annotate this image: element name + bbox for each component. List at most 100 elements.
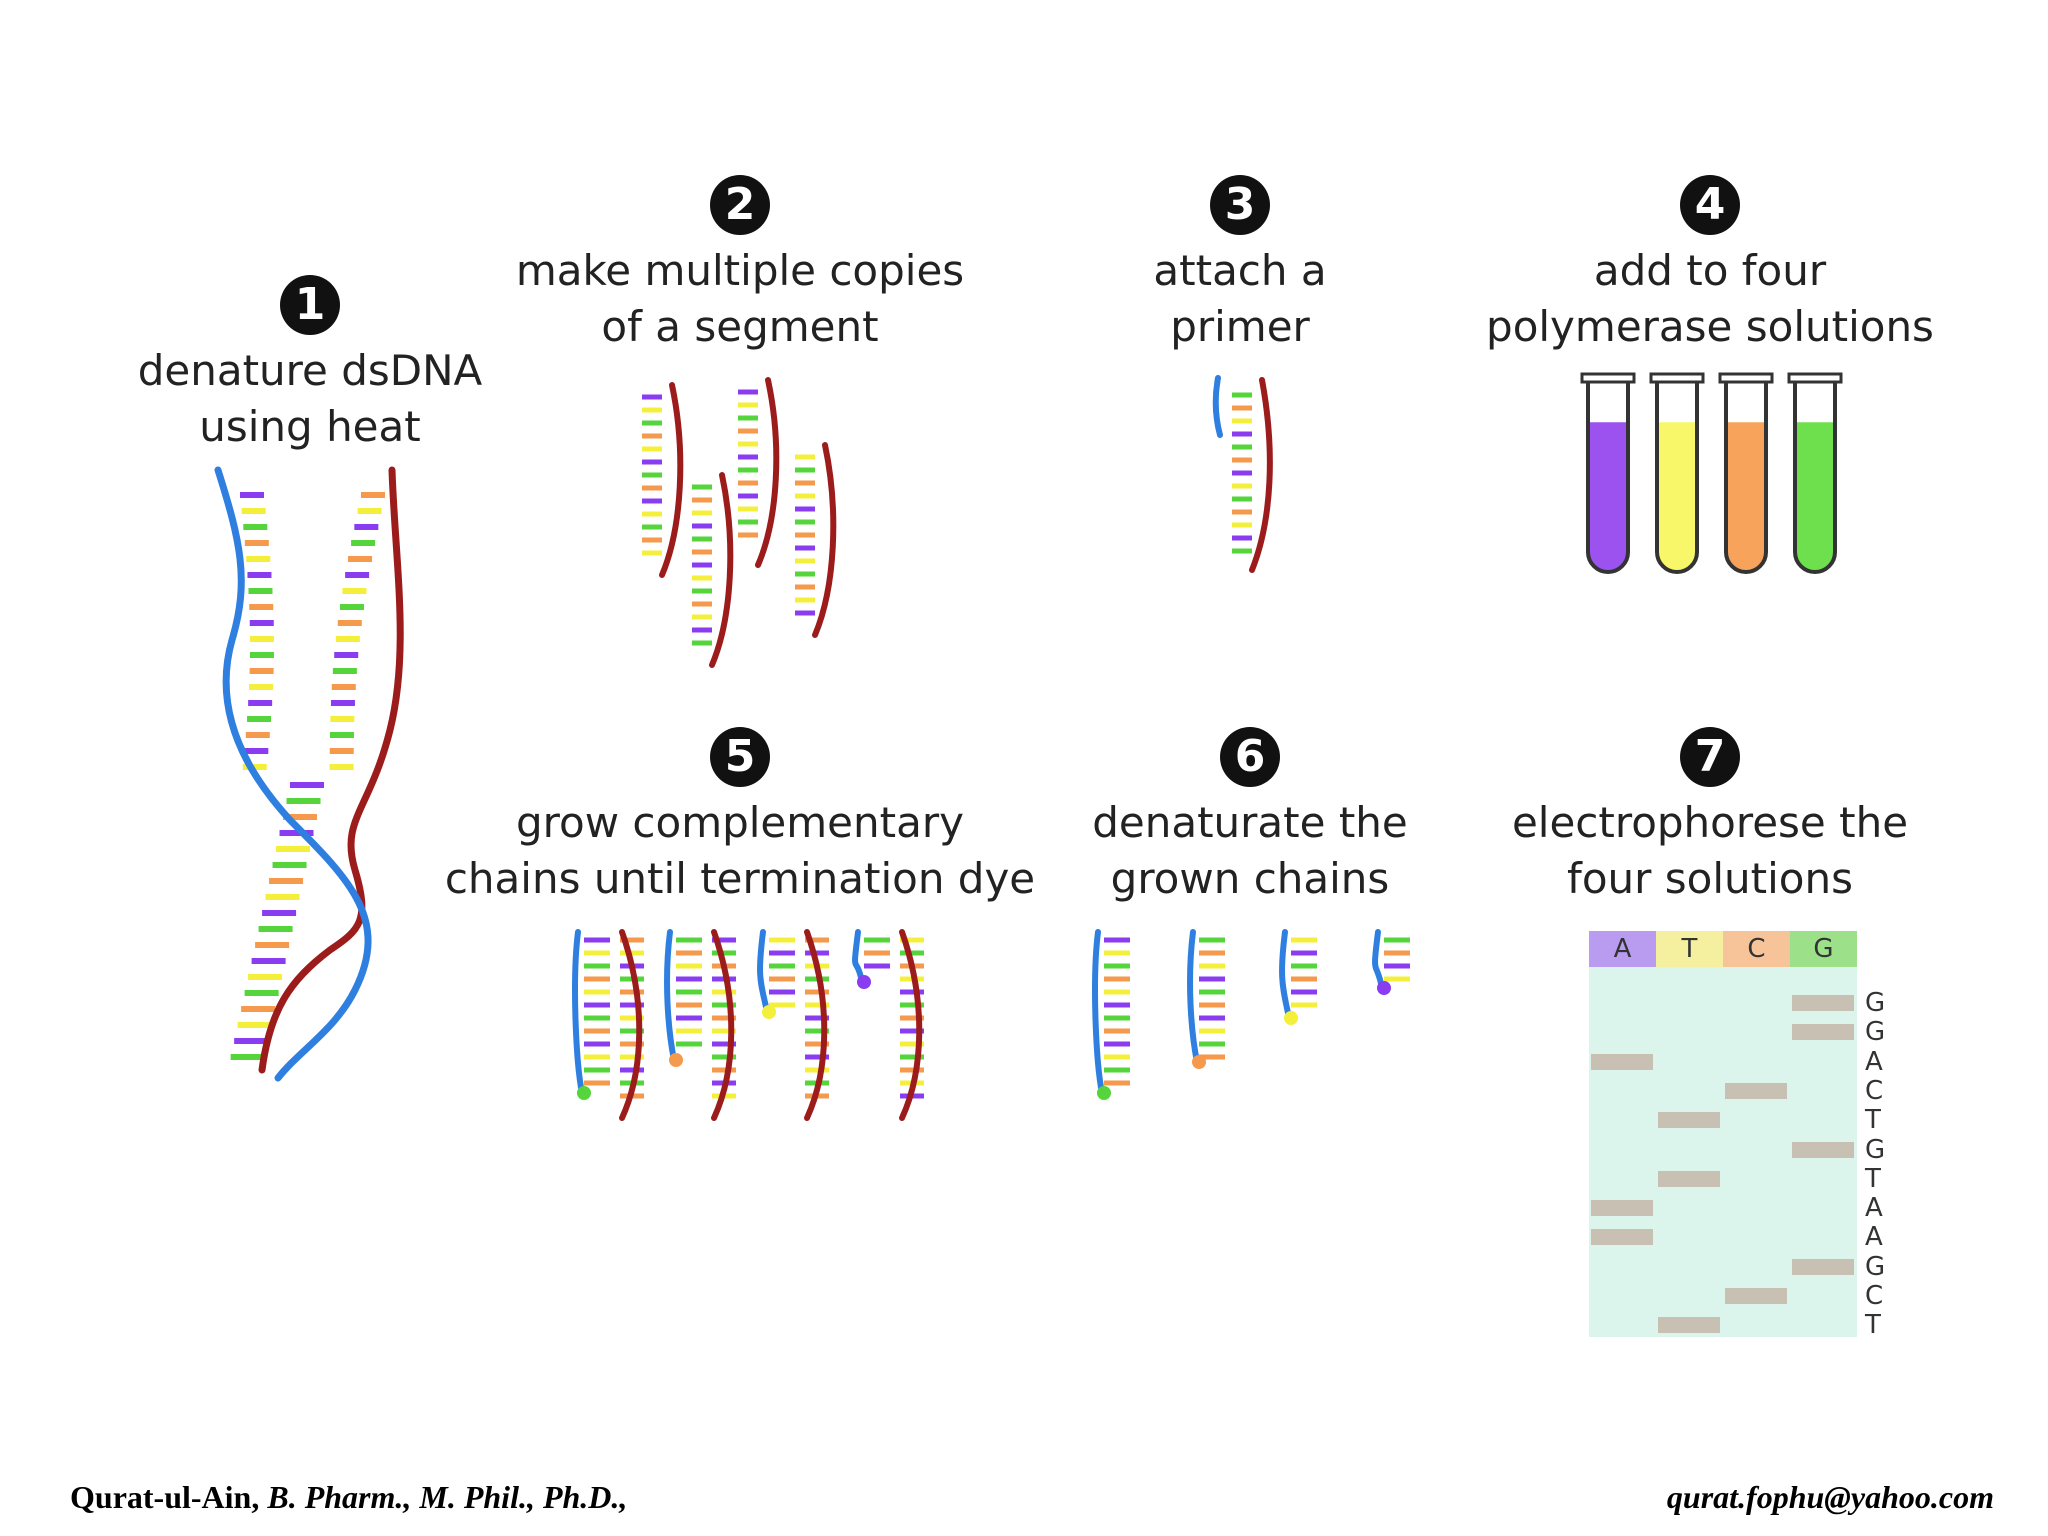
grown-chain [1372, 929, 1385, 991]
growing-chain-base [769, 1002, 795, 1008]
gel-band [1658, 1317, 1720, 1334]
grown-chain-base [1291, 937, 1317, 943]
grown-chain [1092, 929, 1105, 1096]
template-base [712, 1015, 736, 1021]
step-1: 1 denature dsDNA using heat [110, 275, 510, 455]
segment-copy-base [642, 550, 662, 556]
segment-copy-base [738, 428, 758, 434]
template-base [712, 989, 736, 995]
template-base [620, 1067, 644, 1073]
step-6: 6 denaturate the grown chains [1070, 727, 1430, 907]
base-pair [339, 604, 364, 610]
template-base [805, 1028, 829, 1034]
sequence-letter: A [1865, 1222, 1883, 1253]
base-pair [242, 764, 267, 770]
grown-chain-base [1104, 1002, 1130, 1008]
segment-copy-base [692, 588, 712, 594]
grown-chain-base [1199, 989, 1225, 995]
termination-dye [577, 1086, 591, 1100]
step-5-number-badge: 5 [710, 727, 770, 787]
base-pair [246, 556, 271, 562]
template-base [900, 1002, 924, 1008]
base-pair [234, 1038, 269, 1044]
growing-chain [572, 929, 585, 1096]
segment-copy-base [795, 584, 815, 590]
grown-chain-base [1104, 989, 1130, 995]
tube-solution [1657, 422, 1697, 572]
growing-chain-base [584, 1080, 610, 1086]
segment-copy-base [795, 519, 815, 525]
grown-chain-base [1384, 976, 1410, 982]
gel-band [1658, 1112, 1720, 1129]
segment-copy-base [642, 537, 662, 543]
segment-copy-base [738, 389, 758, 395]
template-base [900, 1054, 924, 1060]
growing-chain-base [769, 937, 795, 943]
segment-copy-base [692, 510, 712, 516]
segment-copy-base [795, 506, 815, 512]
template-base [805, 937, 829, 943]
step-5: 5 grow complementary chains until termin… [440, 727, 1040, 907]
segment-copy-base [738, 402, 758, 408]
base-pair [245, 732, 270, 738]
termination-dye [857, 975, 871, 989]
sequence-letter: G [1865, 988, 1886, 1018]
step-3-number-badge: 3 [1210, 175, 1270, 235]
segment-copy-base [795, 545, 815, 551]
template-base [805, 989, 829, 995]
growing-chain-base [676, 1015, 702, 1021]
sequence-letter: C [1865, 1281, 1884, 1311]
grown-chain-base [1291, 950, 1317, 956]
sequence-letter: G [1865, 1251, 1886, 1282]
segment-copy-base [692, 484, 712, 490]
base-pair [241, 1006, 276, 1012]
grown-chain-base [1199, 976, 1225, 982]
base-pair [330, 700, 355, 706]
step-7-number-badge: 7 [1680, 727, 1740, 787]
test-tube-rim [1580, 372, 1636, 384]
primer-strand-base [1232, 522, 1252, 528]
growing-chain-base [676, 937, 702, 943]
growing-chain-base [676, 1002, 702, 1008]
grown-chain-base [1104, 976, 1130, 982]
primer-strand-base [1232, 470, 1252, 476]
base-pair [351, 540, 376, 546]
template-strand [899, 929, 923, 1121]
growing-chain [852, 929, 865, 985]
primer-strand-base [1232, 496, 1252, 502]
gel-band [1792, 995, 1854, 1011]
segment-copy-base [738, 480, 758, 486]
base-pair [244, 748, 269, 754]
base-pair [348, 556, 373, 562]
step-6-label: denaturate the grown chains [1092, 798, 1408, 903]
growing-chain-base [584, 937, 610, 943]
base-pair [249, 684, 274, 690]
primer-strand-base [1232, 509, 1252, 515]
sequence-letter: C [1865, 1075, 1884, 1106]
test-tube [1724, 380, 1768, 574]
segment-copy-base [642, 459, 662, 465]
growing-chain-base [584, 950, 610, 956]
primer-strand-base [1232, 535, 1252, 541]
step-2: 2 make multiple copies of a segment [480, 175, 1000, 355]
template-base [900, 1028, 924, 1034]
segment-copy-base [692, 523, 712, 529]
base-pair [244, 540, 269, 546]
template-strand [619, 929, 643, 1121]
grown-chain-base [1104, 1041, 1130, 1047]
segment-copy-base [738, 493, 758, 499]
growing-chain-base [864, 950, 890, 956]
segment-copy-base [738, 506, 758, 512]
segment-copy-base [642, 420, 662, 426]
segment-copy-base [692, 549, 712, 555]
template-base [620, 1054, 644, 1060]
primer-strand-base [1232, 405, 1252, 411]
template-base [712, 1002, 736, 1008]
segment-copy-base [692, 497, 712, 503]
base-pair [243, 524, 268, 530]
termination-dye [669, 1053, 683, 1067]
base-pair [357, 508, 382, 514]
author-name: Qurat-ul-Ain, [70, 1479, 260, 1515]
primer-strand-base [1232, 548, 1252, 554]
gel-band [1591, 1053, 1653, 1070]
